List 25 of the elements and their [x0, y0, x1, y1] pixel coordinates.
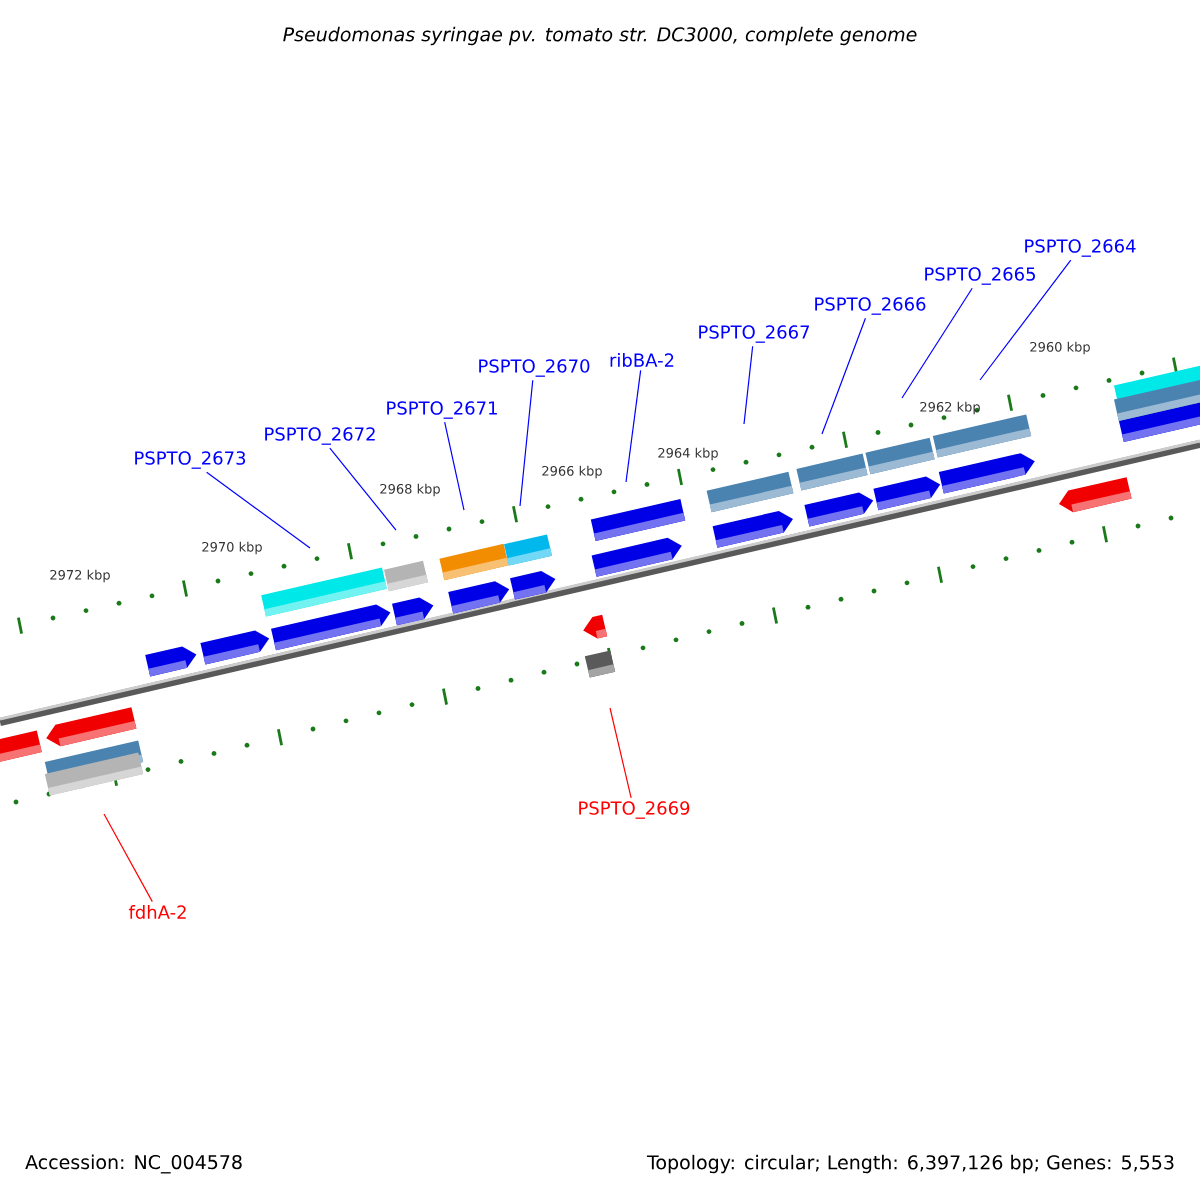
leader-line: [103, 813, 153, 903]
leader-line: [329, 447, 397, 531]
leader-line: [743, 345, 754, 425]
gene-label: PSPTO_2666: [815, 297, 926, 315]
gene-label: PSPTO_2673: [135, 451, 246, 469]
gene-label: PSPTO_2665: [925, 267, 1035, 285]
leader-line: [979, 259, 1072, 381]
gene-label: PSPTO_2667: [699, 325, 809, 343]
title: Pseudomonas syringae pv. tomato str. DC3000, complete genome: [283, 26, 917, 46]
leader-line: [519, 379, 534, 507]
gene-label: PSPTO_2669: [579, 801, 690, 819]
gene-label: ribBA-2: [610, 353, 674, 367]
footer-text: Accession: NC_004578: [25, 1154, 242, 1174]
gene-label: PSPTO_2671: [387, 401, 497, 419]
leader-line: [444, 421, 465, 511]
gene-label: PSPTO_2670: [479, 359, 590, 377]
gene-label: PSPTO_2672: [265, 427, 375, 445]
footer-text: Topology: circular; Length: 6,397,126 bp; Genes: 5,553: [646, 1154, 1174, 1174]
leader-line: [625, 369, 642, 483]
leader-line: [609, 707, 632, 799]
leader-line: [821, 317, 867, 435]
gene-label: PSPTO_2664: [1025, 239, 1136, 257]
leader-line: [901, 287, 973, 399]
leader-line: [206, 471, 311, 549]
gene-label: fdhA-2: [128, 905, 186, 919]
